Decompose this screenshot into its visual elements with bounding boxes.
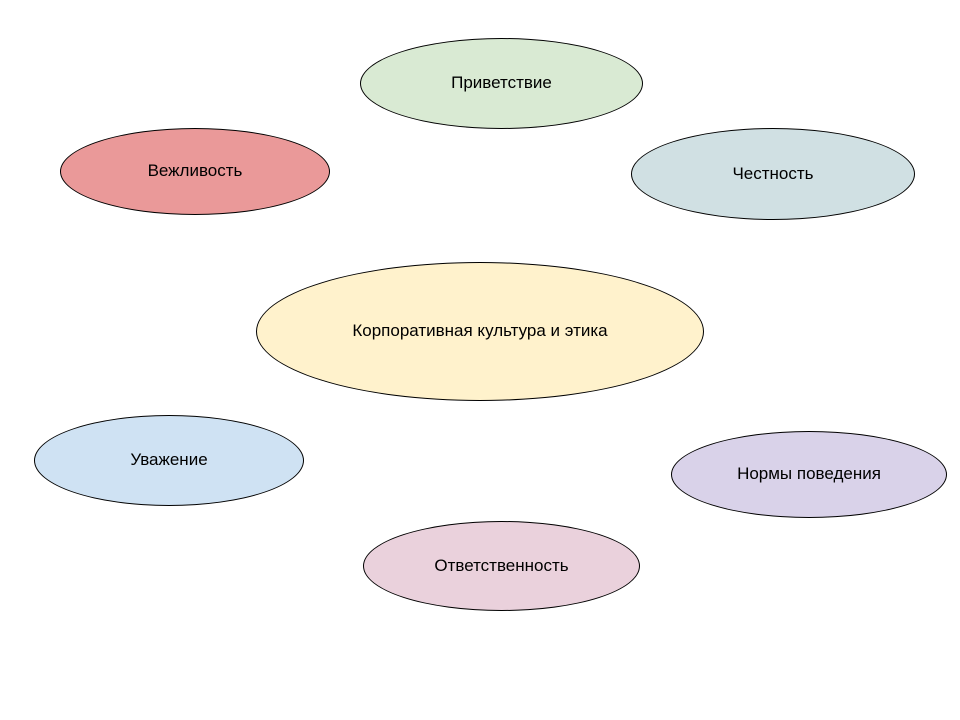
central-topic-label: Корпоративная культура и этика bbox=[352, 321, 608, 341]
node-respect-label: Уважение bbox=[130, 450, 208, 470]
node-responsibility: Ответственность bbox=[363, 521, 640, 611]
node-norms-of-behavior-label: Нормы поведения bbox=[737, 464, 881, 484]
node-norms-of-behavior: Нормы поведения bbox=[671, 431, 947, 518]
node-responsibility-label: Ответственность bbox=[434, 555, 569, 575]
node-respect: Уважение bbox=[34, 415, 304, 506]
node-greeting: Приветствие bbox=[360, 38, 643, 129]
node-honesty-label: Честность bbox=[732, 163, 814, 183]
node-politeness-label: Вежливость bbox=[147, 161, 243, 181]
node-honesty: Честность bbox=[631, 128, 915, 220]
central-topic-node: Корпоративная культура и этика bbox=[256, 262, 704, 401]
node-greeting-label: Приветствие bbox=[451, 73, 552, 93]
node-politeness: Вежливость bbox=[60, 128, 330, 215]
